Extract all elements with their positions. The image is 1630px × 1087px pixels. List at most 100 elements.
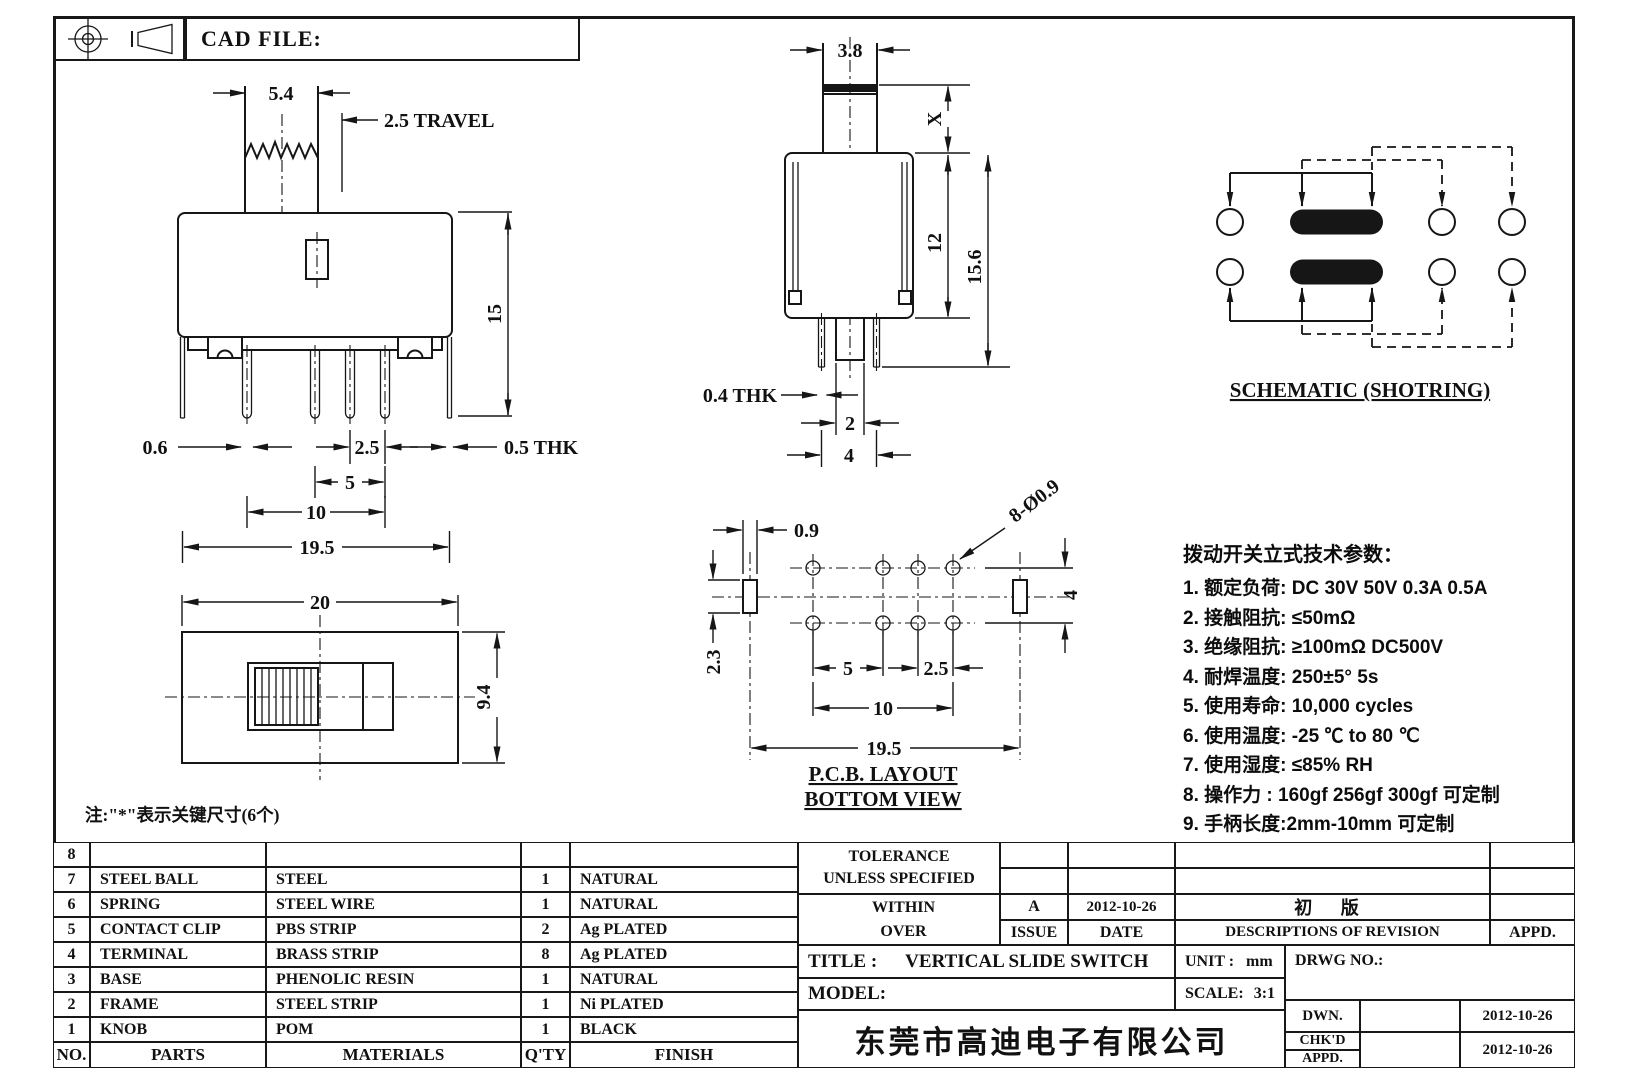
dim-span-label: 10: [306, 502, 326, 524]
side-center-post: [835, 318, 865, 361]
parts-qty-cell: [521, 842, 570, 867]
pcb-hole-centerlines-h: [790, 567, 975, 624]
knob-sides: [244, 86, 319, 213]
side-body: [784, 152, 914, 319]
front-and-top-view-drawing: 5.4 2.5 TRAVEL 15 0.6 2.5 0.5 THK 5 10: [143, 83, 579, 780]
dim-leg-thk-label: 0.5 THK: [504, 437, 579, 459]
parts-name-cell: FRAME: [90, 992, 266, 1017]
cone-symbol: [131, 23, 173, 54]
issue-label-cell: ISSUE: [1000, 920, 1068, 945]
parts-no-cell: 6: [53, 892, 90, 917]
frame-tab-right: [898, 290, 912, 305]
side-knob: [822, 43, 878, 153]
parts-material-cell: PBS STRIP: [266, 917, 521, 942]
tech-param-item: 6. 使用温度: -25 ℃ to 80 ℃: [1183, 725, 1420, 747]
dim-pitch-label: 5: [345, 472, 355, 494]
parts-qty-cell: 8: [521, 942, 570, 967]
dwn-label-cell: DWN.: [1285, 1000, 1360, 1032]
dim-travel-label: 2.5 TRAVEL: [384, 110, 494, 132]
empty-cell: [1175, 868, 1490, 894]
scale-label: SCALE:: [1185, 985, 1244, 1002]
frame-tab-left: [788, 290, 802, 305]
issue-value-cell: A: [1000, 894, 1068, 920]
empty-cell: [1175, 842, 1490, 868]
tolerance-line2: UNLESS SPECIFIED: [823, 870, 975, 887]
target-symbol: [68, 18, 108, 59]
schematic-title: SCHEMATIC (SHOTRING): [1230, 378, 1490, 402]
appd2-label-cell: APPD.: [1285, 1050, 1360, 1068]
tolerance-line1: TOLERANCE: [848, 848, 950, 865]
parts-name-cell: CONTACT CLIP: [90, 917, 266, 942]
slider-contact-bottom: [1290, 259, 1383, 285]
parts-finish-cell: NATURAL: [570, 892, 798, 917]
within-label: WITHIN: [871, 898, 936, 916]
dim-width-label: 9.4: [473, 685, 495, 710]
parts-name-cell: STEEL BALL: [90, 867, 266, 892]
dim-leg-span-label: 19.5: [300, 537, 335, 559]
knob-break-zigzag: [244, 139, 319, 161]
dim-height-label: 15: [484, 304, 506, 324]
empty-cell: [1490, 868, 1575, 894]
dwn-date-cell: 2012-10-26: [1460, 1000, 1575, 1032]
parts-no-cell: 5: [53, 917, 90, 942]
parts-material-cell: POM: [266, 1017, 521, 1042]
tech-params-title: 拨动开关立式技术参数：: [1183, 544, 1403, 566]
title-label: TITLE :: [808, 950, 878, 972]
tech-param-item: 4. 耐焊温度: 250±5° 5s: [1183, 666, 1379, 688]
tech-param-item: 3. 绝缘阻抗: ≥100mΩ DC500V: [1183, 637, 1444, 658]
ear-notch-left: [216, 349, 234, 359]
dim-length-label: 20: [310, 592, 330, 614]
ear-notch-right: [406, 349, 424, 359]
key-dimension-note: 注:"*"表示关键尺寸(6个): [85, 805, 280, 825]
dim-pin-width-label: 0.6: [143, 437, 168, 459]
parts-no-cell: 1: [53, 1017, 90, 1042]
dim-post-w-label: 2: [845, 413, 855, 435]
pcb-slot-centerlines: [749, 552, 1021, 760]
scale-cell: SCALE: 3:1: [1175, 978, 1285, 1010]
dwn-sign-cell: [1360, 1000, 1460, 1032]
parts-header-finish: FINISH: [570, 1042, 798, 1068]
company-name-cell: 东莞市高迪电子有限公司: [798, 1010, 1285, 1068]
parts-no-cell: 8: [53, 842, 90, 867]
parts-qty-cell: 1: [521, 1017, 570, 1042]
parts-finish-cell: Ag PLATED: [570, 917, 798, 942]
parts-name-cell: TERMINAL: [90, 942, 266, 967]
terminal-pins: [241, 345, 391, 424]
schematic-drawing: SCHEMATIC (SHOTRING): [1216, 146, 1526, 402]
tech-param-item: 8. 操作力 : 160gf 256gf 300gf 可定制: [1183, 784, 1500, 806]
side-pin-centerlines: [820, 313, 878, 375]
revision-desc-cell: 初 版: [1175, 894, 1490, 920]
parts-qty-cell: 1: [521, 967, 570, 992]
dim-slot-l-label: 2.3: [703, 650, 725, 675]
scale-value: 3:1: [1253, 985, 1276, 1002]
pcb-title-line1: P.C.B. LAYOUT: [809, 762, 958, 786]
parts-material-cell: BRASS STRIP: [266, 942, 521, 967]
slider-contact-top: [1290, 209, 1383, 235]
parts-no-cell: 2: [53, 992, 90, 1017]
revision-label-cell: DESCRIPTIONS OF REVISION: [1175, 920, 1490, 945]
parts-finish-cell: BLACK: [570, 1017, 798, 1042]
parts-material-cell: PHENOLIC RESIN: [266, 967, 521, 992]
projection-symbol-box: [53, 16, 185, 61]
empty-cell: [1000, 868, 1068, 894]
frame-leg-left: [179, 337, 186, 419]
drwg-no-cell: DRWG NO.:: [1285, 945, 1575, 1000]
chkd-label-cell: CHK'D: [1285, 1032, 1360, 1050]
title-cell: TITLE : VERTICAL SLIDE SWITCH: [798, 945, 1175, 978]
schematic-contacts: [1216, 208, 1526, 286]
side-frame-lines: [792, 162, 908, 295]
parts-name-cell: KNOB: [90, 1017, 266, 1042]
tech-params: 拨动开关立式技术参数： 1. 额定负荷: DC 30V 50V 0.3A 0.5…: [1183, 538, 1583, 840]
over-label: OVER: [880, 922, 927, 940]
dim-knob-width-label: 5.4: [269, 83, 294, 105]
pcb-holes: [805, 560, 961, 631]
dim-pin-thk-label: 0.4 THK: [703, 385, 778, 407]
tolerance-cell: TOLERANCE UNLESS SPECIFIED: [798, 842, 1000, 894]
date-label-cell: DATE: [1068, 920, 1175, 945]
pcb-hole-centerlines-v: [812, 554, 954, 638]
tech-param-item: 5. 使用寿命: 10,000 cycles: [1183, 696, 1414, 717]
parts-header-parts: PARTS: [90, 1042, 266, 1068]
empty-cell: [1000, 842, 1068, 868]
dim-pcb-slot-span-label: 19.5: [867, 738, 902, 760]
within-over-cell: WITHIN OVER: [798, 894, 1000, 945]
